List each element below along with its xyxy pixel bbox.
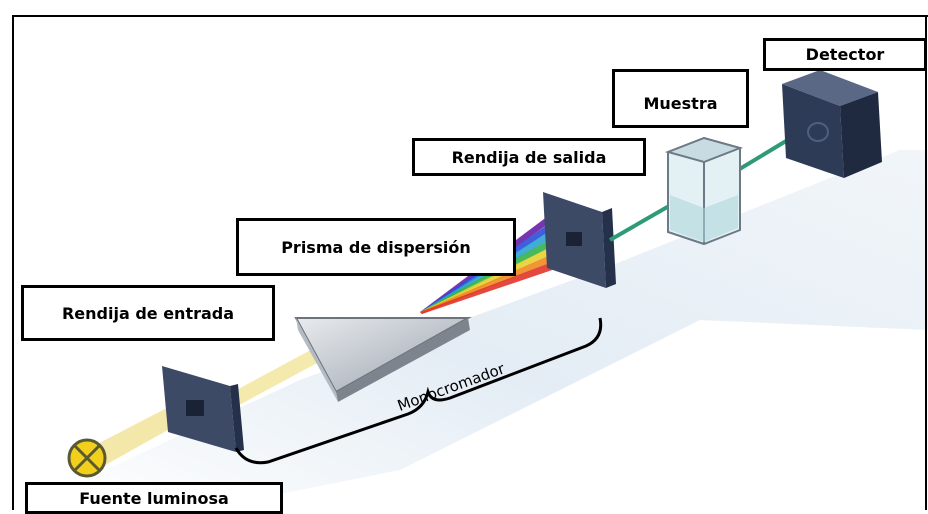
outer-frame [12,15,928,510]
exit-slit-icon [543,192,616,288]
detector-label: Detector [763,38,927,71]
monochromatic-beam [609,200,677,242]
monochromator-bracket [234,317,603,465]
lamp-icon [67,438,107,478]
spectrum-band [420,238,552,314]
prism-icon [294,317,472,402]
detector-icon [782,70,882,178]
sample-label: Muestra [612,69,749,128]
entrance-slit-icon [162,366,244,452]
exit-slit-label: Rendija de salida [412,138,646,176]
prism-label: Prisma de dispersión [236,218,516,276]
sample-cuvette-icon [664,136,744,246]
spectrum-band [420,246,553,314]
white-beam-2 [218,346,330,410]
spectrum-band [420,261,556,314]
spectrum-band [420,253,554,314]
spectrum-beam [420,216,556,314]
light-source-label: Fuente luminosa [25,482,283,514]
entrance-slit-label: Rendija de entrada [21,285,275,341]
